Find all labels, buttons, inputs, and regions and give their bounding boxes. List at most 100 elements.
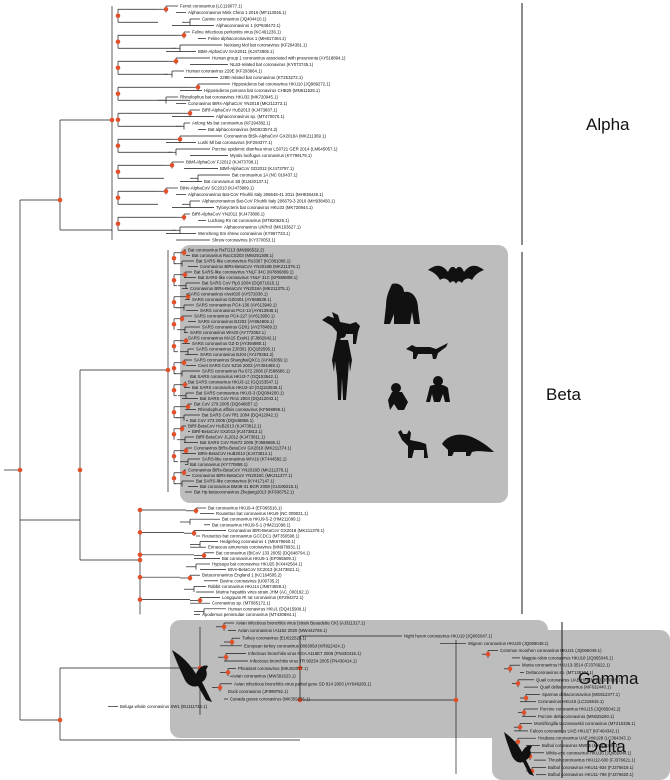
support-node <box>163 188 169 194</box>
beta-taxon-label: SARS coronavirus PC4-136 (AY613949.1) <box>196 303 277 308</box>
delta-taxon-label: Coronavirus HKU15 (LC216915.1) <box>538 699 604 704</box>
alpha-taxon-label: Tylonycteris bat coronavirus HKU33 (MK72… <box>216 205 313 210</box>
beta-taxon-label: SARS-like coronavirus WIV16 (KT444582.1) <box>202 457 287 462</box>
delta-taxon-label: Montifringilla taczanowskii coronavirus … <box>534 721 636 726</box>
beta-taxon-label: SARS coronavirus BJ202 (AY864806.1) <box>198 319 274 324</box>
beta-taxon-label: SARS coronavirus GD01 (AY278489.2) <box>202 325 277 330</box>
alpha-taxon-label: Myotis lucifugus coronavirus (KY799179.1… <box>230 153 312 158</box>
civet-icon <box>406 343 448 359</box>
support-node <box>182 382 188 388</box>
beta-taxon-label: BtVs-BetaCoV SC2013 (KJ473821.1) <box>228 567 300 572</box>
support-node <box>137 530 143 535</box>
delta-taxon-label: Porcine deltacoronavirus (MN025260.1) <box>538 714 615 719</box>
support-node <box>297 665 303 671</box>
beta-taxon-label: Rabbit coronavirus HKU14 (JN874559.1) <box>208 584 287 589</box>
gorilla-icon <box>384 283 420 324</box>
alpha-taxon-label: Coronavirus BtSk-AlphaCoV GX2018A (MK211… <box>224 134 326 139</box>
delta-taxon-label: Magpie-robin coronavirus HKU18 (JQ065046… <box>522 655 614 660</box>
lemur-icon <box>388 383 408 410</box>
support-node <box>115 91 121 97</box>
delta-taxon-label: White-eye coronavirus HKU16 (JQ065044.1) <box>546 750 632 755</box>
beta-taxon-label: Coronavirus BtRs-BetaCoV YN2018C (MK2113… <box>192 473 293 478</box>
pangolin-icon <box>442 434 494 456</box>
delta-taxon-label: Bulbul coronavirus HKU11-934 (FJ376619.1… <box>548 765 634 770</box>
beta-taxon-label: Bat coronavirus RaTG13 (MN996532.2) <box>188 248 265 253</box>
support-node <box>163 6 169 12</box>
delta-taxon-label: Bulbul coronavirus MW05 (MK204386.1) <box>542 743 620 748</box>
beta-taxon-label: SARS coronavirus PC4-227 (AY613950.1) <box>194 314 275 319</box>
beta-taxon-label: Bat SARS-like coronavirus YNLF 31C (KP88… <box>198 275 298 280</box>
beta-taxon-label: Bat SARS coronavirus HKU3-7 (GQ153542.1) <box>190 374 278 379</box>
support-node <box>507 666 513 672</box>
beta-taxon-label: SARS coronavirus GZ-D (AY394980.1) <box>192 341 267 346</box>
gamma-taxon-label: Avian coronavirus IA1162 2020 (MW442769.… <box>238 628 328 633</box>
support-node <box>221 624 227 630</box>
alpha-taxon-label: BtMr-AlphaCoV SAX2011 (KJ473806.1) <box>198 49 274 54</box>
alpha-taxon-label: Wencheng Sm shrew coronavirus (KY967723.… <box>198 231 290 236</box>
delta-taxon-label: Deltacoronavirus sp. (MT138104.1) <box>526 670 594 675</box>
support-node <box>171 365 177 371</box>
beta-taxon-label: Bat SARS-like coronavirus (KY417147.1) <box>196 479 275 484</box>
alpha-taxon-label: Alphacoronavirus Mink China 1 2016 (MF11… <box>188 10 287 15</box>
support-node <box>201 553 207 558</box>
support-node <box>515 681 521 686</box>
gamma-taxon-label: Avian coronavirus (MW391623.1) <box>232 674 296 679</box>
delta-taxon-label: Quail deltacoronavirus (MF632440.1) <box>540 685 612 690</box>
alpha-taxon-label: Hipposideros bat coronavirus HKU10 (JQ98… <box>232 82 331 87</box>
support-node <box>181 470 187 476</box>
delta-taxon-label: Houbara coronavirus UAE-HKU28 (LC364343.… <box>538 736 631 741</box>
gamma-group-label: Gamma <box>578 669 639 688</box>
alpha-taxon-label: Neixiang Mol bat coronavirus (KF294381.1… <box>224 43 307 48</box>
delta-taxon-label: Falcon coronavirus UAE-HKU27 (KF464342.1… <box>530 728 620 733</box>
dog-icon <box>322 312 360 344</box>
beta-taxon-label: Bat coronavirus HKU9-5-1 (HM211098.1) <box>212 522 291 527</box>
support-node <box>517 724 523 730</box>
support-node <box>115 13 121 19</box>
beta-taxon-label: Bat SARS coronavirus HKU3-10 (GQ153545.1… <box>192 385 283 390</box>
alpha-taxon-label: Hipposideros pomona bat coronavirus CHB2… <box>204 88 320 93</box>
beta-taxon-label: Bat coronavirus HKU9-4 (EF065516.1) <box>208 506 282 511</box>
gamma-taxon-label: Avian infectious bronchitis virus (strai… <box>236 621 366 626</box>
support-node <box>137 507 143 513</box>
alpha-taxon-label: Feline infectious peritonitis virus (KC4… <box>192 30 281 35</box>
support-node <box>195 84 201 90</box>
beta-taxon-label: Coronavirus BtRs-BetaCoV YN2018D (MK2113… <box>188 468 289 473</box>
support-node <box>171 343 177 349</box>
beta-taxon-label: Rousettus bat coronavirus HKU9 (NC 00902… <box>216 511 309 516</box>
delta-taxon-label: Wigeon coronavirus HKU20 (JQ065048.1) <box>468 641 549 646</box>
support-node <box>109 117 115 123</box>
alpha-taxon-label: Luchang Rn rat coronavirus (MT820625.1) <box>208 218 290 223</box>
beta-taxon-label: SARS coronavirus WH20 (AY772062.1) <box>190 330 266 335</box>
support-node <box>181 360 187 366</box>
delta-taxon-label: Sparrow deltacoronavirus (MG812377.1) <box>542 692 620 697</box>
support-node <box>181 32 187 38</box>
beta-taxon-label: Murine hepatitis virus strain JHM (AC_00… <box>216 590 309 595</box>
support-node <box>77 467 83 473</box>
beta-taxon-label: Bat CoV 273 2005 (DQ648856.1) <box>190 418 254 423</box>
gamma-clade-box <box>170 620 548 738</box>
delta-taxon-label: Munia coronavirus HKU13-3514 (FJ376622.1… <box>522 663 610 668</box>
alpha-taxon-label: BtRf-AlphaCoV HuB2013 (KJ473807.1) <box>202 108 278 113</box>
alpha-taxon-label: Feline alphacoronavirus 1 (MH817484.1) <box>208 36 286 41</box>
beta-taxon-label: Bat coronavirus HKU9-5-2 (HM211099.1) <box>222 517 301 522</box>
support-node <box>137 552 143 558</box>
beta-taxon-label: Bat Hp-betacoronavirus Zhejiang2013 (KF6… <box>194 490 294 495</box>
support-node <box>185 404 191 410</box>
support-node <box>115 221 121 227</box>
gamma-taxon-label: Turkey coronavirus (EU022525.1) <box>242 636 307 641</box>
support-node <box>173 58 179 64</box>
delta-taxon-label: Bulbul coronavirus HKU11-796 (FJ376620.1… <box>548 772 634 777</box>
support-node <box>171 409 177 415</box>
alpha-taxon-label: BtRl-AlphaCoV YN2012 (KJ473808.1) <box>192 212 265 217</box>
support-node <box>183 448 189 454</box>
alpha-group-label: Alpha <box>586 115 630 134</box>
beta-taxon-label: Apodemus peninsulae coronavirus (MT43088… <box>202 612 297 617</box>
support-node <box>171 387 177 393</box>
support-node <box>137 574 143 580</box>
support-node <box>171 255 177 261</box>
beta-taxon-label: SARS coronavirus BJ04 (AY279354.2) <box>200 352 274 357</box>
support-node <box>515 739 521 745</box>
support-node <box>297 697 303 703</box>
